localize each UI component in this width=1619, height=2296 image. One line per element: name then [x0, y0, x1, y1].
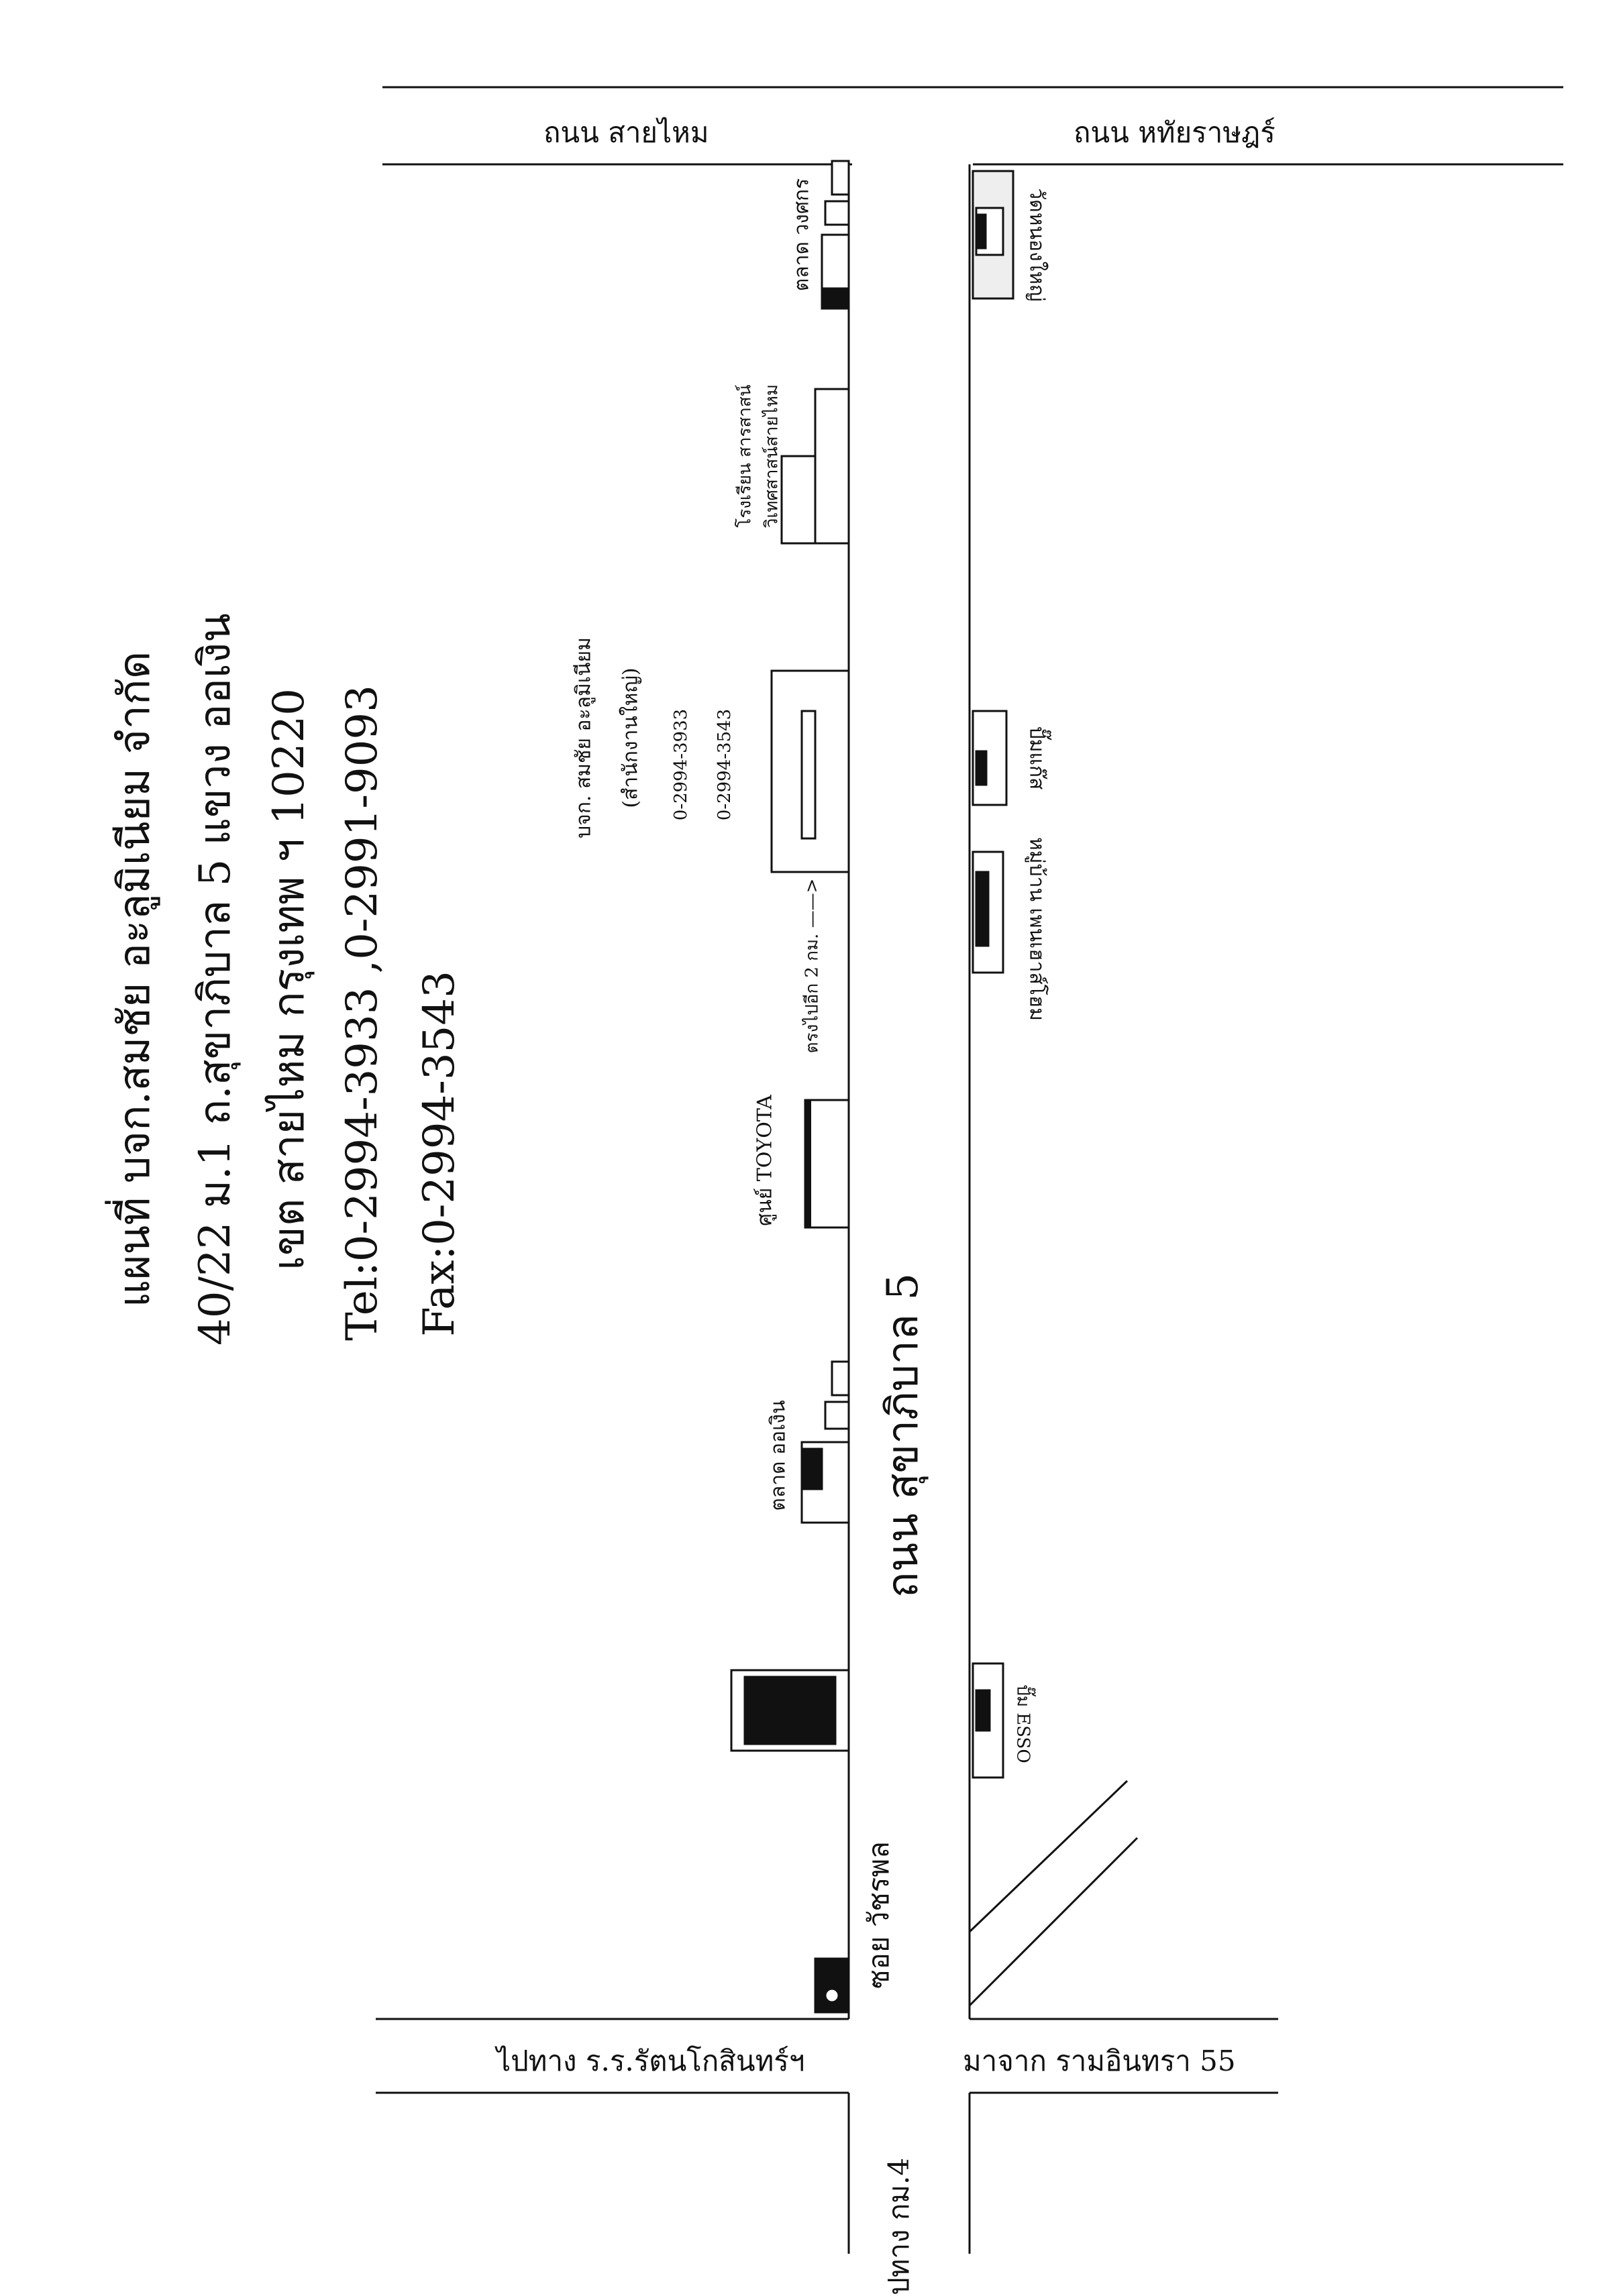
district-line: เขต สายไหม กรุงเทพ ฯ 10220: [264, 688, 314, 1270]
landmark-straight-ahead: ตรงไปอีก 2 กม. ——>: [802, 878, 823, 1054]
landmark-wat-nong-yai: วัดหนองใหญ่: [1025, 188, 1049, 302]
landmark-gas-station: ปั๊มแก๊ส: [1025, 726, 1049, 790]
street-sukhaphiban-5: ถนน สุขาภิบาล 5: [878, 1272, 928, 1598]
direction-school: ไปทาง ร.ร.รัตนโกสินทร์ฯ: [497, 2044, 805, 2077]
landmark-company-hq: (สำนักงานใหญ่): [619, 667, 643, 808]
street-sai-mai: ถนน สายไหม: [543, 116, 709, 149]
landmark-company-name: บจก. สมชัย อะลูมิเนียม: [572, 637, 596, 838]
address-line: 40/22 ม.1 ถ.สุขาภิบาล 5 แขวง ออเงิน: [191, 613, 240, 1346]
landmark-company-phone1: 0-2994-3933: [671, 708, 691, 821]
landmark-esso: ปั๊ม ESSO: [1012, 1684, 1033, 1763]
landmark-village: หมู่บ้าน เพนเฮาส์โฮม: [1025, 837, 1049, 1021]
landmark-school-line2: วิเทศสาสน์สายไหม: [762, 384, 782, 529]
tel-line: Tel:0-2994-3933 ,0-2991-9093: [337, 685, 387, 1341]
landmark-toyota: ศูนย์ TOYOTA: [753, 1095, 777, 1226]
landmark-school-line1: โรงเรียน สารสาสน์: [735, 384, 755, 528]
direction-km4: ไปทาง กม.4: [882, 2157, 915, 2296]
street-hathairat: ถนน หทัยราษฎร์: [1074, 116, 1275, 149]
landmark-talad-wongsakorn: ตลาด วงศกร: [790, 178, 814, 292]
direction-ramintra: มาจาก รามอินทรา 55: [963, 2044, 1236, 2077]
landmark-company-phone2: 0-2994-3543: [715, 708, 735, 821]
fax-line: Fax:0-2994-3543: [415, 971, 464, 1337]
soi-watcharaphon: ซอย วัชรพล: [862, 1841, 895, 1989]
landmark-talad-or-ngoen: ตลาด ออเงิน: [766, 1400, 790, 1511]
map-title: แผนที่ บจก.สมชัย อะลูมิเนียม จำกัด: [110, 651, 160, 1308]
